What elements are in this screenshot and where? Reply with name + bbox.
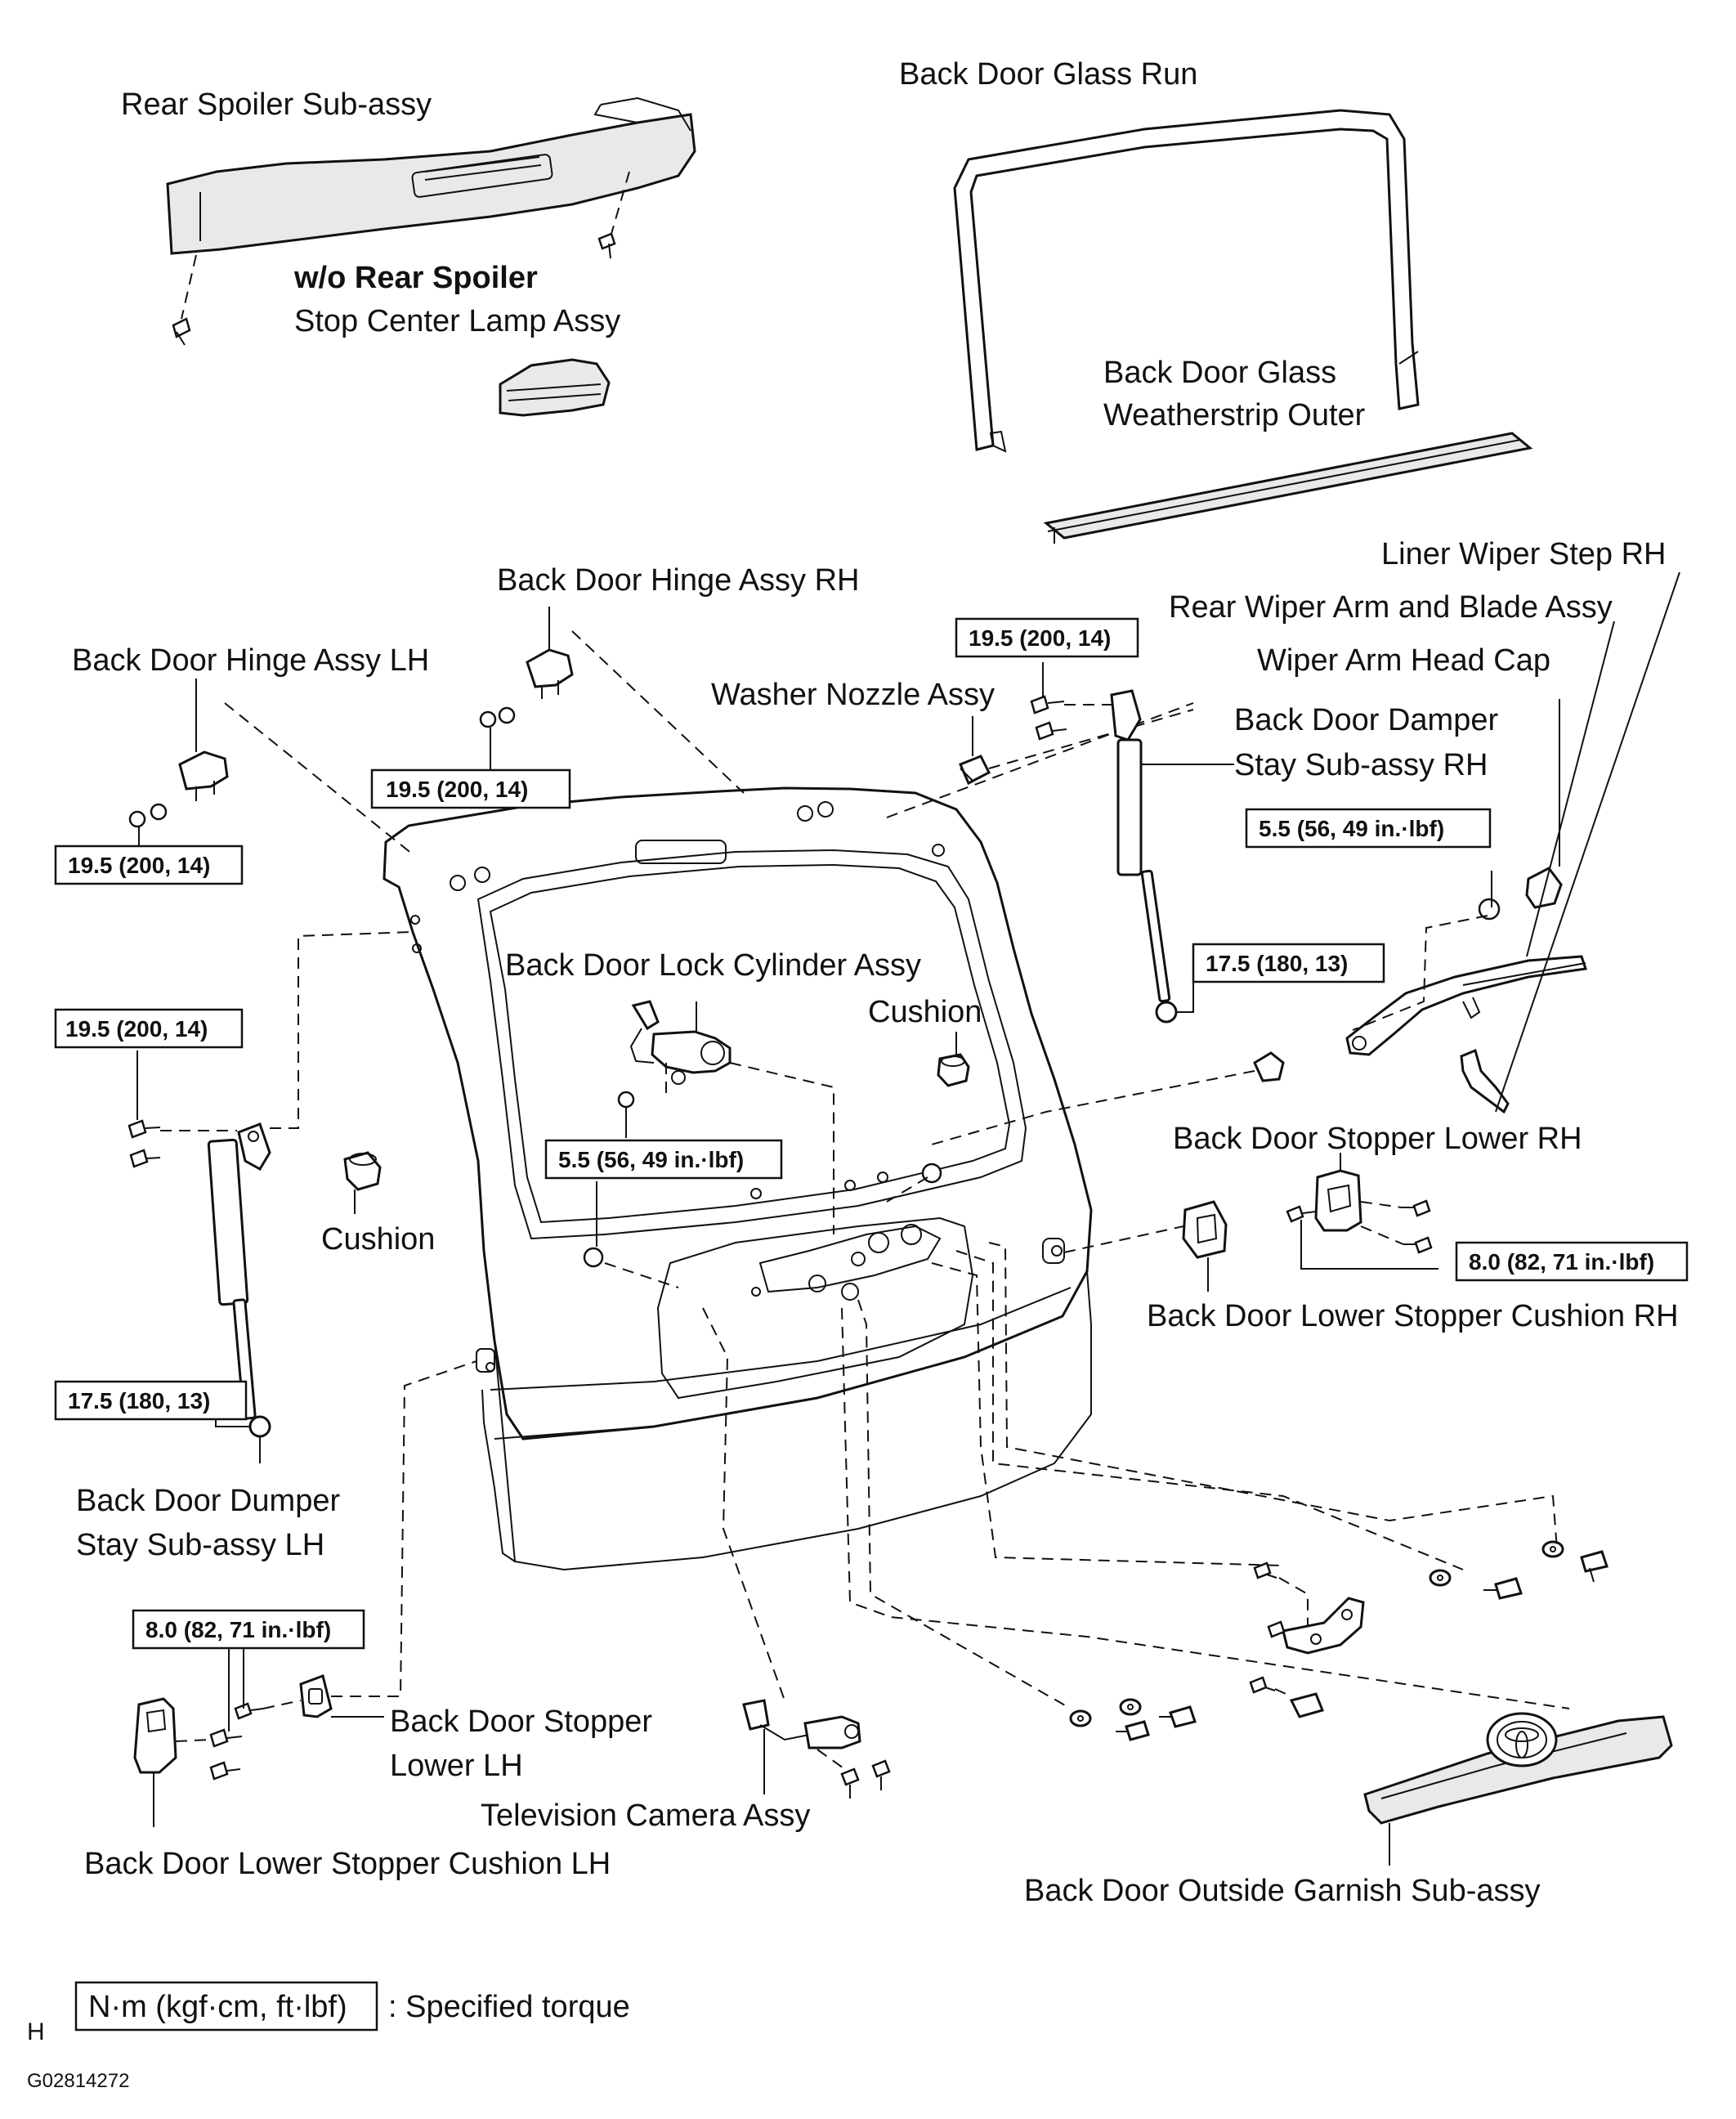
back-door-stopper-lower-lh bbox=[299, 1674, 333, 1718]
stopper-lower-lh-label-1: Back Door Stopper bbox=[390, 1705, 652, 1739]
torque-lock-cylinder-nut: 5.5 (56, 49 in.·lbf) bbox=[544, 1139, 783, 1180]
weatherstrip-label-1: Back Door Glass bbox=[1103, 356, 1336, 390]
svg-text:19.5 (200, 14): 19.5 (200, 14) bbox=[969, 625, 1111, 651]
svg-text:8.0 (82, 71 in.·lbf): 8.0 (82, 71 in.·lbf) bbox=[1469, 1249, 1654, 1275]
back-door-lock-cylinder-assy bbox=[629, 1000, 732, 1085]
damper-lh-label-1: Back Door Dumper bbox=[76, 1484, 340, 1518]
back-door-outside-garnish-sub-assy bbox=[1363, 1715, 1673, 1825]
bolt-icon bbox=[128, 1119, 161, 1168]
back-door-hinge-assy-lh bbox=[178, 750, 229, 801]
bolt-icon bbox=[1249, 1561, 1286, 1694]
torque-damper-rh-top: 19.5 (200, 14) bbox=[955, 617, 1139, 658]
back-door-dumper-stay-sub-assy-lh bbox=[207, 1122, 271, 1438]
toyota-emblem-icon bbox=[1486, 1712, 1558, 1767]
weatherstrip-label-2: Weatherstrip Outer bbox=[1103, 398, 1366, 432]
svg-text:19.5 (200, 14): 19.5 (200, 14) bbox=[68, 853, 210, 878]
torque-hinge-rh: 19.5 (200, 14) bbox=[370, 768, 571, 809]
bolt-icon bbox=[172, 232, 616, 346]
stopper-lower-lh-label-2: Lower LH bbox=[390, 1749, 523, 1783]
svg-text:19.5 (200, 14): 19.5 (200, 14) bbox=[65, 1016, 208, 1042]
stop-center-lamp-label: Stop Center Lamp Assy bbox=[294, 304, 620, 338]
liner-wiper-step-label: Liner Wiper Step RH bbox=[1381, 537, 1666, 571]
section-marker: H bbox=[27, 2018, 45, 2045]
clip-icon bbox=[1069, 1540, 1608, 1741]
glass-run-label: Back Door Glass Run bbox=[899, 57, 1197, 92]
back-door-panel bbox=[383, 786, 1093, 1571]
rear-spoiler-sub-assy bbox=[166, 96, 696, 255]
svg-text:5.5 (56, 49 in.·lbf): 5.5 (56, 49 in.·lbf) bbox=[1259, 816, 1444, 841]
svg-text:19.5 (200, 14): 19.5 (200, 14) bbox=[386, 777, 528, 802]
liner-wiper-step-rh bbox=[1460, 1048, 1510, 1114]
torque-damper-lh-top: 19.5 (200, 14) bbox=[54, 1008, 244, 1049]
hinge-rh-label: Back Door Hinge Assy RH bbox=[497, 563, 860, 598]
back-door-lower-stopper-cushion-lh bbox=[133, 1697, 177, 1774]
figure-code: G02814272 bbox=[27, 2070, 129, 2092]
wo-rear-spoiler-label: w/o Rear Spoiler bbox=[293, 261, 538, 295]
torque-legend: N·m (kgf·cm, ft·lbf) : Specified torque bbox=[74, 1981, 630, 2032]
damper-lh-label-2: Stay Sub-assy LH bbox=[76, 1528, 324, 1562]
damper-rh-label-2: Stay Sub-assy RH bbox=[1234, 748, 1488, 782]
lower-stopper-cushion-lh-label: Back Door Lower Stopper Cushion LH bbox=[84, 1847, 611, 1881]
bolt-icon bbox=[1286, 1199, 1433, 1254]
nut-icon bbox=[1478, 898, 1501, 921]
rear-spoiler-label: Rear Spoiler Sub-assy bbox=[121, 87, 432, 122]
cushion-upper-label: Cushion bbox=[868, 995, 982, 1029]
hinge-lh-label: Back Door Hinge Assy LH bbox=[72, 643, 429, 678]
bolt-icon bbox=[1030, 695, 1067, 741]
damper-rh-label-1: Back Door Damper bbox=[1234, 703, 1498, 737]
torque-damper-lh-bottom: 17.5 (180, 13) bbox=[54, 1380, 248, 1421]
tv-camera-label: Television Camera Assy bbox=[481, 1799, 810, 1833]
bolt-icon bbox=[209, 1702, 264, 1781]
torque-hinge-lh: 19.5 (200, 14) bbox=[54, 844, 244, 885]
back-door-glass-run bbox=[953, 109, 1420, 453]
legend-box-text: N·m (kgf·cm, ft·lbf) bbox=[88, 1990, 347, 2024]
lock-cylinder-label: Back Door Lock Cylinder Assy bbox=[505, 948, 921, 983]
rear-wiper-arm-and-blade-assy bbox=[1345, 955, 1587, 1056]
wiper-head-cap-label: Wiper Arm Head Cap bbox=[1257, 643, 1550, 678]
svg-text:17.5 (180, 13): 17.5 (180, 13) bbox=[1206, 951, 1348, 976]
torque-stopper-rh: 8.0 (82, 71 in.·lbf) bbox=[1455, 1241, 1689, 1282]
cushion-upper bbox=[937, 1053, 970, 1087]
outside-garnish-label: Back Door Outside Garnish Sub-assy bbox=[1024, 1874, 1541, 1908]
back-door-glass-weatherstrip-outer bbox=[1043, 432, 1533, 544]
nut-icon bbox=[128, 706, 516, 828]
legend-text: : Specified torque bbox=[388, 1990, 630, 2024]
svg-text:5.5 (56, 49 in.·lbf): 5.5 (56, 49 in.·lbf) bbox=[558, 1147, 744, 1172]
torque-damper-rh-bottom: 17.5 (180, 13) bbox=[1192, 943, 1385, 983]
back-door-damper-stay-sub-assy-rh bbox=[1110, 689, 1178, 1024]
bolt-icon bbox=[840, 1759, 891, 1799]
cushion-left bbox=[343, 1151, 382, 1191]
clip-icon bbox=[1253, 1051, 1285, 1082]
lower-stopper-cushion-rh-label: Back Door Lower Stopper Cushion RH bbox=[1147, 1299, 1679, 1333]
back-door-stopper-bracket bbox=[1282, 1597, 1365, 1655]
torque-wiper-nut: 5.5 (56, 49 in.·lbf) bbox=[1245, 808, 1492, 849]
svg-text:17.5 (180, 13): 17.5 (180, 13) bbox=[68, 1388, 210, 1413]
rear-wiper-arm-label: Rear Wiper Arm and Blade Assy bbox=[1169, 590, 1613, 625]
washer-nozzle-label: Washer Nozzle Assy bbox=[711, 678, 995, 712]
television-camera-assy bbox=[742, 1699, 861, 1749]
washer-nozzle-assy bbox=[959, 755, 991, 786]
back-door-stopper-lower-rh bbox=[1314, 1169, 1362, 1232]
stopper-lower-rh-label: Back Door Stopper Lower RH bbox=[1173, 1122, 1582, 1156]
cushion-left-label: Cushion bbox=[321, 1222, 435, 1257]
stop-center-lamp-assy bbox=[499, 358, 611, 417]
torque-stopper-lh: 8.0 (82, 71 in.·lbf) bbox=[132, 1609, 365, 1650]
svg-text:8.0 (82, 71 in.·lbf): 8.0 (82, 71 in.·lbf) bbox=[145, 1617, 331, 1642]
back-door-lower-stopper-cushion-rh bbox=[1182, 1200, 1228, 1259]
